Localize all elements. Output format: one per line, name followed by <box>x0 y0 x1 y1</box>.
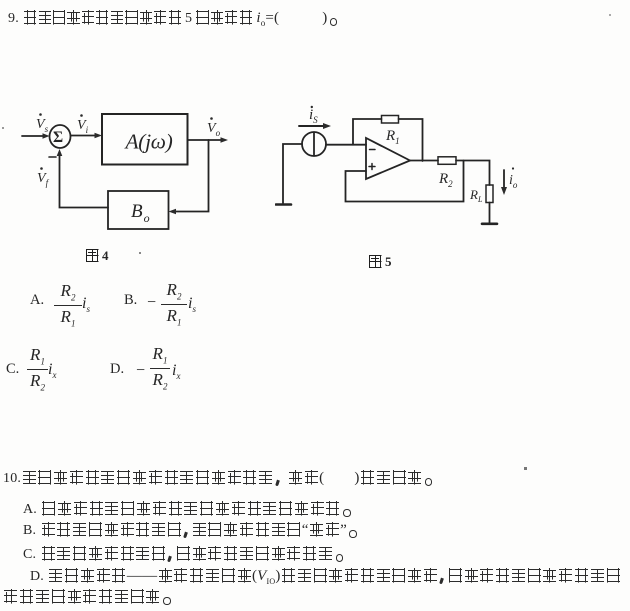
svg-text:Vf: Vf <box>37 171 50 188</box>
svg-text:Vi: Vi <box>77 118 89 135</box>
svg-text:Σ: Σ <box>53 129 63 146</box>
svg-text:RL: RL <box>469 187 483 204</box>
svg-text:iS: iS <box>309 107 318 125</box>
svg-text:A(jω): A(jω) <box>123 130 172 154</box>
svg-text:Bo: Bo <box>131 201 150 225</box>
svg-text:R2: R2 <box>438 171 453 189</box>
svg-text:R1: R1 <box>385 128 400 146</box>
svg-text:io: io <box>509 173 518 190</box>
svg-text:Vo: Vo <box>207 121 221 138</box>
svg-text:Vs: Vs <box>36 117 49 134</box>
